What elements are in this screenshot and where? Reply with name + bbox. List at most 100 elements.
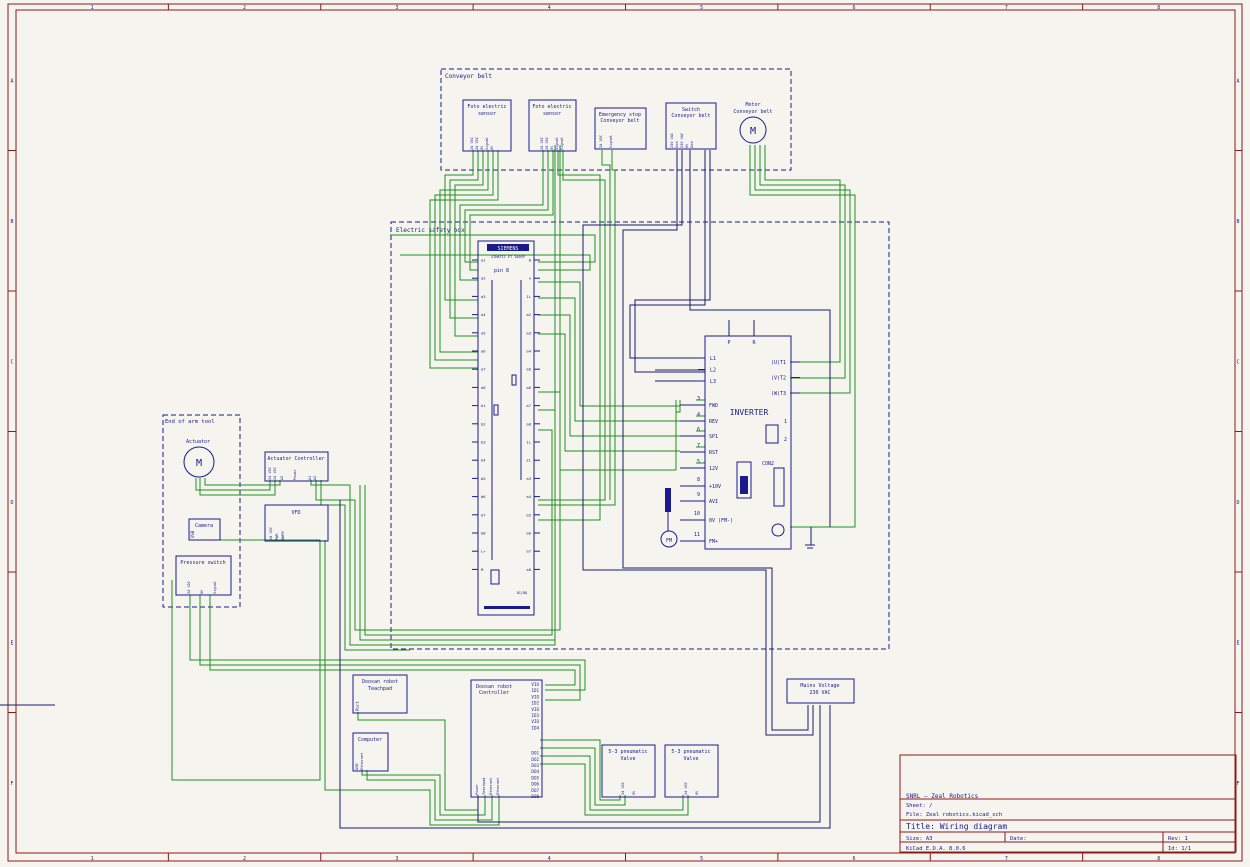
pin-label: a1 [481,258,486,263]
svg-text:230 VAC: 230 VAC [809,690,830,696]
frame-row-label: A [10,78,13,84]
svg-text:Conveyor belt: Conveyor belt [733,109,772,115]
pin-label: DO8 [531,794,539,799]
terminal-name: REV [709,419,718,425]
pin-label: a4 [526,494,531,499]
terminal-number: 11 [694,532,700,538]
tb-sheet: Sheet: / [906,803,933,809]
pin-label: b7 [481,512,486,517]
pin-label: USB [355,764,359,771]
frame-row-label: B [1236,219,1239,225]
pin-label: 0V [200,589,204,594]
terminal-name: +10V [709,484,721,490]
pin-label: 1L [526,440,531,445]
pin-label: Ethernet [489,778,493,795]
conveyor-group-label: Conveyor belt [445,73,492,80]
pin-label: L3 [710,379,716,385]
pin-label: 24 VDC [599,135,603,148]
frame-col-label: 3 [395,856,398,862]
pin-label: 24 VDC [268,467,272,480]
pin-label: Gnd [675,142,679,149]
terminal-name: AVI [709,499,718,505]
pin-label: 24 VDC [470,137,474,150]
pin-label: 2L [526,458,531,463]
frame-row-label: D [10,500,13,506]
terminal-name: 0V (FM-) [709,518,733,524]
pin-label: a3 [526,476,531,481]
pin-label: BWR9 [281,531,285,540]
pin-label: 24 VDC [269,527,273,540]
pin-label: VIO [531,694,539,699]
frame-col-label: 2 [243,856,246,862]
frame-row-label: C [10,359,13,365]
pin-label: a5 [481,330,486,335]
pin-label: 0V [490,145,494,150]
vfd-box: VFD [264,504,329,542]
pin-label: L2 [710,368,716,374]
tb-rev: Rev: 1 [1168,836,1188,842]
svg-text:Teachpad: Teachpad [368,686,392,692]
pin-label: (U)T1 [771,360,786,366]
svg-text:Foto electric: Foto electric [467,104,506,110]
valve2-box: 5-3 pneumatic Valve [664,744,719,798]
tb-tool: KiCad E.D.A. 8.0.6 [906,846,966,852]
svg-text:Actuator Controller: Actuator Controller [267,456,324,462]
frame-col-label: 4 [548,5,551,11]
pin-label: a5 [526,512,531,517]
frame-col-label: 6 [853,5,856,11]
svg-text:CON2: CON2 [762,461,774,467]
pin-label: A2 [280,476,284,480]
pin-label: 0V [695,790,699,795]
pin-label: a2 [481,276,486,281]
pin-label: 24 VDC [684,782,688,795]
actuator-motor: Actuator M [183,439,215,478]
pin-label: a6 [481,349,486,354]
svg-text:Mains Voltage: Mains Voltage [800,683,839,689]
pin-label: PWR [275,533,279,540]
pin-label: ID2 [531,701,539,706]
pin-label: a6 [526,531,531,536]
pin-label: ID3 [531,713,539,718]
pin-label: Power [293,468,297,480]
terminal-number: 4 [697,412,700,418]
pin-label: Signal [560,137,564,150]
pin-label: 24 VDC [273,467,277,480]
eoat-group-box [162,414,241,608]
svg-text:P: P [727,340,730,346]
frame-col-label: 8 [1157,5,1160,11]
pin-label: a6 [526,385,531,390]
pin-label: a8 [526,567,531,572]
frame-row-label: F [10,781,13,787]
svg-text:M: M [196,458,202,469]
svg-text:Controller: Controller [479,690,509,696]
pin-label: A1 [308,476,312,480]
frame-row-label: E [10,640,13,646]
pin-label: a7 [526,549,531,554]
terminal-number: 7 [697,443,700,449]
svg-text:Computer: Computer [358,737,382,743]
pin-label: Power [475,783,479,795]
pin-label: 24 VDC [187,581,191,594]
tb-id: Id: 1/1 [1168,846,1191,852]
estop-box: Emergency stop Conveyor belt [594,107,647,150]
svg-text:Doosan robot: Doosan robot [362,679,398,685]
pin-label: 1L [526,294,531,299]
svg-text:sensor: sensor [478,111,496,117]
camera-box: Camera USB [188,518,221,541]
fm-meter: FM [660,488,678,548]
pin-label: DO6 [531,782,539,787]
pin-label: VIO [531,707,539,712]
pin-label: 0V [480,145,484,150]
mains-box: Mains Voltage 230 VAC [786,678,855,704]
frame-col-label: 5 [700,856,703,862]
pin-label: DO3 [531,763,539,768]
pin-label: 24 VDC [621,782,625,795]
svg-text:Switch: Switch [682,107,700,113]
plc-module: SIEMENS SIMATIC ET 200SP pin 8 DI/DQ [477,240,535,616]
pin-label: 230 VAC [680,133,684,148]
pin-label: 24 VDC [475,137,479,150]
svg-text:Motor: Motor [745,102,760,108]
electric-box-label: Electric safety box [396,227,465,234]
frame-col-label: 7 [1005,856,1008,862]
